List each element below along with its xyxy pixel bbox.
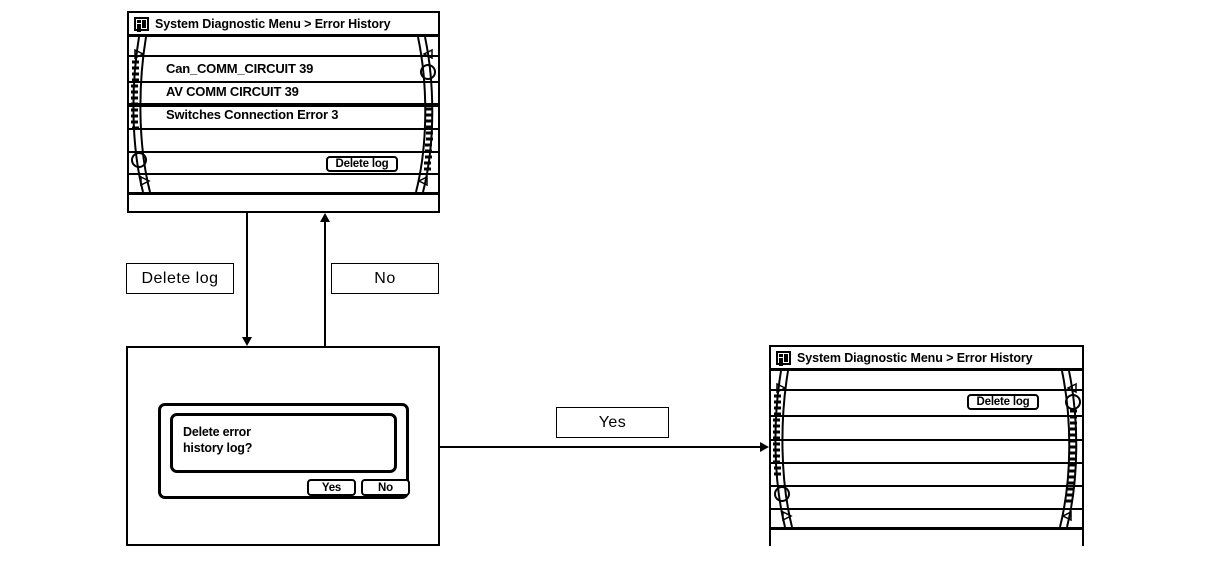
dialog-message-line-1: Delete error <box>183 425 251 439</box>
list-item[interactable]: AV COMM CIRCUIT 39 <box>166 84 299 99</box>
list-item[interactable]: Can_COMM_CIRCUIT 39 <box>166 61 314 76</box>
delete-log-button[interactable]: Delete log <box>326 156 398 172</box>
row-separator <box>771 415 1082 417</box>
dialog-screen-container: Delete error history log? Yes No <box>126 346 440 546</box>
connector-yes-arrowhead <box>760 442 769 452</box>
screen-title: System Diagnostic Menu > Error History <box>155 16 391 31</box>
row-separator <box>771 485 1082 487</box>
screen-error-history-populated: System Diagnostic Menu > Error History C… <box>127 11 440 213</box>
connector-no <box>324 222 326 346</box>
display-icon <box>134 16 149 31</box>
row-separator-highlight <box>129 103 438 107</box>
row-separator <box>129 151 438 153</box>
screen-body: Delete log <box>771 371 1082 527</box>
screen-footer <box>129 192 438 211</box>
display-icon <box>776 350 791 365</box>
connector-delete-log-arrowhead <box>242 337 252 346</box>
row-separator <box>129 173 438 175</box>
row-separator <box>129 55 438 57</box>
row-separator <box>771 389 1082 391</box>
dialog-frame-outer: Delete error history log? Yes No <box>158 403 410 499</box>
connector-yes <box>440 446 760 448</box>
dialog-yes-button[interactable]: Yes <box>307 479 356 496</box>
row-separator <box>129 128 438 130</box>
screen-title: System Diagnostic Menu > Error History <box>797 350 1033 365</box>
dialog-frame-inner: Delete error history log? <box>170 413 397 473</box>
screen-body: Can_COMM_CIRCUIT 39 AV COMM CIRCUIT 39 S… <box>129 37 438 192</box>
row-separator <box>129 81 438 83</box>
connector-no-arrowhead <box>320 213 330 222</box>
list-item[interactable]: Switches Connection Error 3 <box>166 107 339 122</box>
transition-label-delete-log: Delete log <box>126 263 234 294</box>
connector-delete-log <box>246 213 248 337</box>
transition-label-yes: Yes <box>556 407 669 438</box>
row-separator <box>771 462 1082 464</box>
row-separator <box>771 508 1082 510</box>
screen-error-history-empty: System Diagnostic Menu > Error History D… <box>769 345 1084 546</box>
dialog-no-button[interactable]: No <box>361 479 410 496</box>
screen-footer <box>771 527 1082 546</box>
screen-titlebar: System Diagnostic Menu > Error History <box>771 347 1082 371</box>
row-separator <box>771 439 1082 441</box>
delete-log-button[interactable]: Delete log <box>967 394 1039 410</box>
dialog-message-line-2: history log? <box>183 441 253 455</box>
screen-titlebar: System Diagnostic Menu > Error History <box>129 13 438 37</box>
transition-label-no: No <box>331 263 439 294</box>
